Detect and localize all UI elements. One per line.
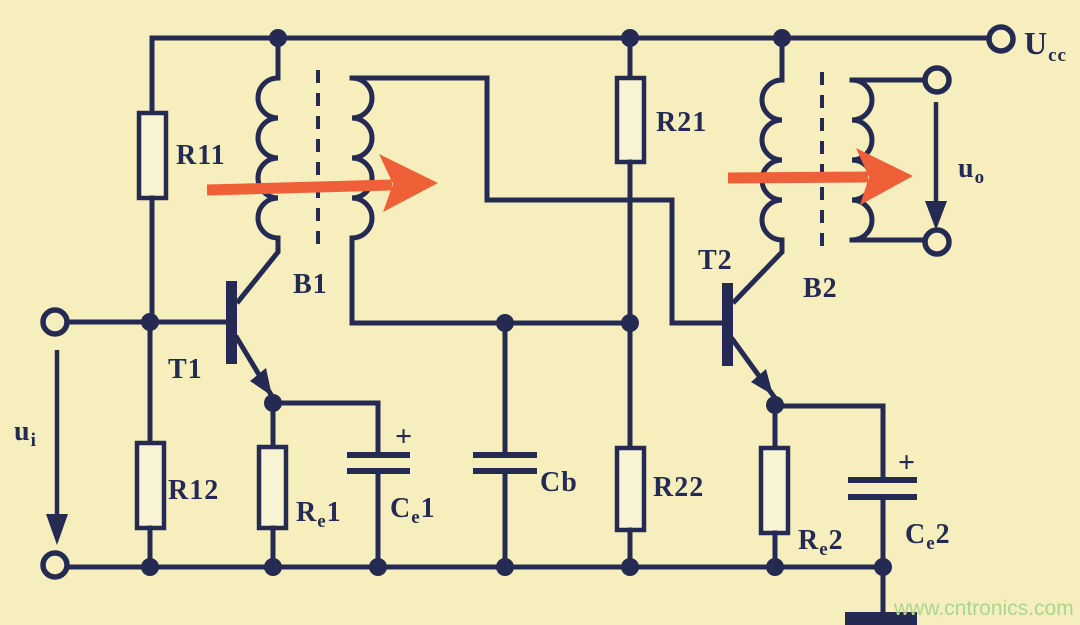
input-arrow-icon bbox=[46, 514, 68, 545]
watermark-text: www.cntronics.com bbox=[893, 597, 1074, 620]
t2-emitter-arrow-icon bbox=[751, 369, 773, 395]
t2-label: T2 bbox=[698, 245, 733, 276]
resistor-r12: R12 bbox=[134, 319, 219, 570]
junction-dots bbox=[141, 29, 892, 576]
capacitor-ce1: + Ce1 bbox=[270, 400, 436, 570]
r12-body bbox=[134, 440, 167, 531]
b1-primary-coil bbox=[235, 38, 281, 305]
b1-to-t2-base-wire bbox=[349, 75, 725, 326]
b1-secondary-coil bbox=[349, 75, 375, 323]
ce1-lead-top bbox=[270, 400, 381, 458]
cb-label: Cb bbox=[540, 467, 578, 498]
transistor-t1: T1 bbox=[168, 281, 276, 406]
b2-secondary-coil bbox=[851, 77, 875, 243]
junction-dot bbox=[766, 396, 784, 414]
signal-flow-arrow-2 bbox=[727, 148, 913, 205]
input-terminal-top bbox=[40, 307, 70, 337]
power-rail bbox=[149, 24, 1016, 54]
junction-dot bbox=[141, 558, 159, 576]
signal-arrow-head-icon bbox=[379, 154, 438, 212]
input-port: ui bbox=[14, 307, 229, 580]
ce1-polarity: + bbox=[395, 420, 413, 453]
output-terminal-top bbox=[922, 65, 952, 95]
ce1-label: Ce1 bbox=[390, 493, 436, 528]
r22-body bbox=[614, 445, 647, 533]
junction-dot bbox=[773, 29, 791, 47]
junction-dot bbox=[496, 558, 514, 576]
ground-symbol bbox=[845, 612, 917, 625]
junction-dot bbox=[621, 314, 639, 332]
junction-dot bbox=[269, 29, 287, 47]
junction-dot bbox=[621, 558, 639, 576]
output-arrow-icon bbox=[925, 201, 947, 230]
r11-body bbox=[136, 110, 169, 201]
transformer-b2: B2 bbox=[731, 38, 875, 305]
re1-body bbox=[256, 444, 289, 531]
junction-dot bbox=[264, 558, 282, 576]
junction-dot bbox=[496, 314, 514, 332]
r12-label: R12 bbox=[168, 475, 219, 506]
r11-label: R11 bbox=[176, 140, 226, 171]
ground-rail bbox=[65, 564, 917, 625]
junction-dot bbox=[874, 558, 892, 576]
resistor-r21: R21 bbox=[614, 35, 707, 326]
input-terminal-bottom bbox=[40, 550, 70, 580]
resistor-re1: Re1 bbox=[256, 400, 342, 570]
signal-arrow-shaft bbox=[206, 179, 393, 196]
re2-label: Re2 bbox=[798, 525, 844, 560]
resistor-r11: R11 bbox=[136, 35, 226, 325]
t1-emitter-arrow-icon bbox=[250, 368, 272, 396]
resistor-re2: Re2 bbox=[758, 402, 844, 570]
resistor-r22: R22 bbox=[614, 320, 704, 570]
t1-base-bar bbox=[226, 281, 237, 364]
t2-base-bar bbox=[722, 283, 733, 366]
junction-dot bbox=[264, 394, 282, 412]
t2-emitter bbox=[729, 336, 778, 408]
junction-dot bbox=[621, 29, 639, 47]
r21-body bbox=[614, 75, 647, 165]
ucc-terminal bbox=[986, 24, 1016, 54]
t1-label: T1 bbox=[168, 354, 203, 385]
ce2-lead-top bbox=[772, 403, 886, 483]
junction-dot bbox=[766, 558, 784, 576]
output-port: uo bbox=[849, 65, 985, 257]
signal-arrow-shaft bbox=[727, 171, 869, 184]
re1-label: Re1 bbox=[296, 497, 342, 532]
b1-label: B1 bbox=[293, 269, 328, 300]
junction-dot bbox=[141, 313, 159, 331]
r21-label: R21 bbox=[656, 107, 707, 138]
ce2-label: Ce2 bbox=[905, 519, 951, 554]
junction-dot bbox=[369, 558, 387, 576]
output-terminal-bottom bbox=[922, 227, 952, 257]
ucc-label: Ucc bbox=[1024, 25, 1067, 66]
transformer-b1: B1 bbox=[235, 38, 375, 323]
signal-flow-arrow-1 bbox=[206, 154, 438, 212]
ce2-polarity: + bbox=[898, 446, 916, 479]
t1-emitter bbox=[233, 334, 276, 406]
capacitor-cb: Cb bbox=[473, 320, 578, 570]
input-label: ui bbox=[14, 416, 37, 451]
output-label: uo bbox=[958, 153, 985, 188]
capacitor-ce2: + Ce2 bbox=[772, 403, 951, 570]
b2-primary-coil bbox=[731, 38, 785, 305]
re2-body bbox=[758, 445, 791, 536]
b2-label: B2 bbox=[803, 273, 838, 304]
r22-label: R22 bbox=[653, 472, 704, 503]
signal-arrow-head-icon bbox=[856, 148, 913, 205]
